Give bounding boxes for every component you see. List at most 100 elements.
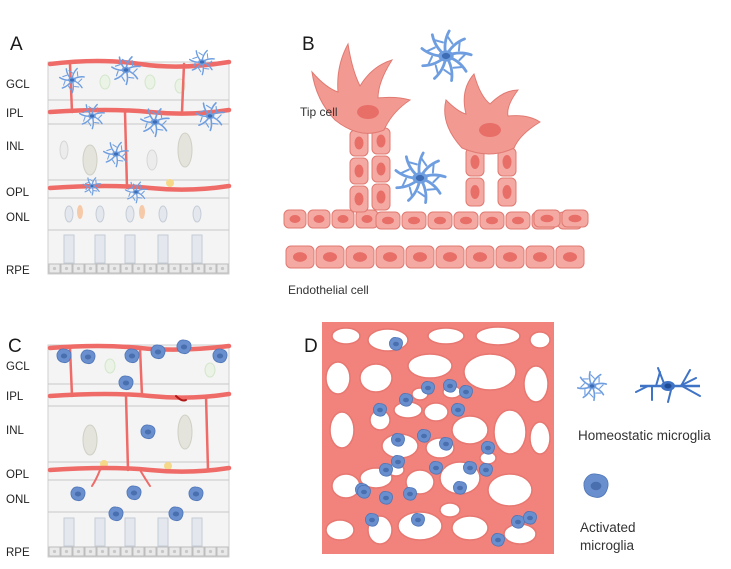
activated-microglia	[451, 403, 465, 417]
endothelial-nucleus	[512, 216, 524, 225]
panel-letter-c: C	[8, 336, 22, 357]
microglia-process	[67, 85, 72, 91]
vessel-connector	[123, 110, 129, 190]
panel-b-angiogenesis: Tip cell Endothelial cell	[283, 29, 589, 297]
stalk-cell-nucleus	[470, 155, 480, 169]
homeostatic-microglia	[111, 56, 141, 86]
microglia-process	[434, 64, 439, 75]
activated-microglia	[583, 473, 609, 498]
rpe-nucleus	[136, 266, 141, 271]
endothelial-nucleus	[383, 252, 397, 262]
microglia-nucleus	[361, 489, 367, 495]
homeostatic-microglia	[195, 102, 225, 132]
microglia-nucleus	[393, 341, 399, 347]
microglia-process	[68, 70, 74, 74]
layer-label-rpe: RPE	[6, 547, 30, 559]
endothelial-nucleus	[382, 216, 394, 225]
rpe-nucleus	[172, 549, 177, 554]
activated-microglia	[124, 348, 140, 364]
microglia-process	[157, 128, 164, 131]
stalk-cell-nucleus	[376, 162, 386, 176]
ganglion-cell	[104, 358, 116, 374]
microglia-process	[121, 76, 126, 82]
endothelial-rows	[283, 209, 589, 269]
microglia-process	[132, 183, 137, 187]
inner-nuclear-cell	[177, 132, 193, 168]
activated-microglia	[399, 393, 413, 407]
microglia-process	[407, 161, 418, 166]
activated-microglia	[463, 461, 477, 475]
stalk-cell-nucleus	[376, 134, 386, 148]
activated-microglia	[365, 513, 379, 527]
microglia-nucleus	[403, 397, 409, 403]
microglia-process	[89, 178, 93, 182]
microglia-process	[192, 56, 198, 60]
vessel-connector	[124, 394, 130, 472]
vascular-gaps	[325, 326, 551, 545]
activated-microglia	[357, 485, 371, 499]
activated-microglia	[479, 463, 493, 477]
legend-homeostatic-icons	[576, 367, 701, 403]
microglia-nucleus	[495, 537, 501, 543]
panel-c-retina	[47, 339, 232, 558]
activated-microglia	[150, 344, 166, 360]
panel-d-neovascular-network	[322, 322, 554, 554]
microglia-nucleus	[172, 511, 180, 517]
microglia-nucleus	[467, 465, 473, 471]
activated-microglia	[459, 385, 473, 399]
microglia-process	[457, 40, 461, 52]
microglia-nucleus	[441, 52, 451, 60]
rpe-nucleus	[112, 549, 117, 554]
microglia-process	[114, 63, 121, 67]
activated-microglia	[176, 339, 192, 355]
vascular-gap	[451, 515, 489, 541]
microglia-nucleus	[527, 515, 533, 521]
rpe-nucleus	[88, 266, 93, 271]
tip-cell-right	[444, 72, 541, 155]
rpe-nucleus	[52, 266, 57, 271]
microglia-process	[443, 68, 453, 76]
endothelial-nucleus	[473, 252, 487, 262]
vessel-deep	[47, 465, 232, 474]
microglia-process	[446, 35, 454, 45]
microglia-process	[128, 76, 135, 79]
activated-microglia	[391, 433, 405, 447]
vessel-intermediate	[47, 107, 232, 116]
activated-microglia	[523, 511, 537, 525]
microglia-process	[401, 177, 408, 188]
rpe-row	[48, 263, 229, 274]
microglia-process	[131, 60, 134, 67]
photoreceptor	[191, 517, 203, 547]
vessel-intermediate	[47, 391, 232, 400]
tip-cell-nucleus	[357, 105, 379, 119]
panel-letter-a: A	[10, 34, 23, 55]
microglia-nucleus	[90, 184, 94, 188]
activated-microglia	[403, 487, 417, 501]
microglia-nucleus	[69, 78, 75, 82]
ganglion-cell	[99, 74, 111, 90]
microglia-nucleus	[113, 152, 119, 156]
microglia-process	[160, 112, 163, 119]
stalk-cell-nucleus	[354, 192, 364, 206]
photoreceptor	[191, 234, 203, 264]
activated-microglia	[391, 455, 405, 469]
stalk-cell-nucleus	[470, 185, 480, 199]
endothelial-nucleus	[337, 215, 349, 223]
rpe-nucleus	[100, 266, 105, 271]
microglia-nucleus	[433, 465, 439, 471]
homeostatic-microglia	[635, 367, 701, 403]
homeostatic-microglia	[124, 181, 148, 204]
microglia-nucleus	[134, 190, 138, 194]
activated-microglia	[188, 486, 204, 502]
vascular-gap	[523, 365, 549, 403]
microglia-nucleus	[455, 407, 461, 413]
microglia-nucleus	[443, 441, 449, 447]
stalk-cell-nucleus	[354, 136, 364, 150]
rpe-nucleus	[112, 266, 117, 271]
microglia-nucleus	[74, 491, 82, 497]
legend-activated-label-line2: microglia	[580, 538, 635, 553]
microglia-process	[198, 109, 205, 113]
rpe-nucleus	[124, 266, 129, 271]
homeostatic-microglia	[58, 67, 85, 94]
